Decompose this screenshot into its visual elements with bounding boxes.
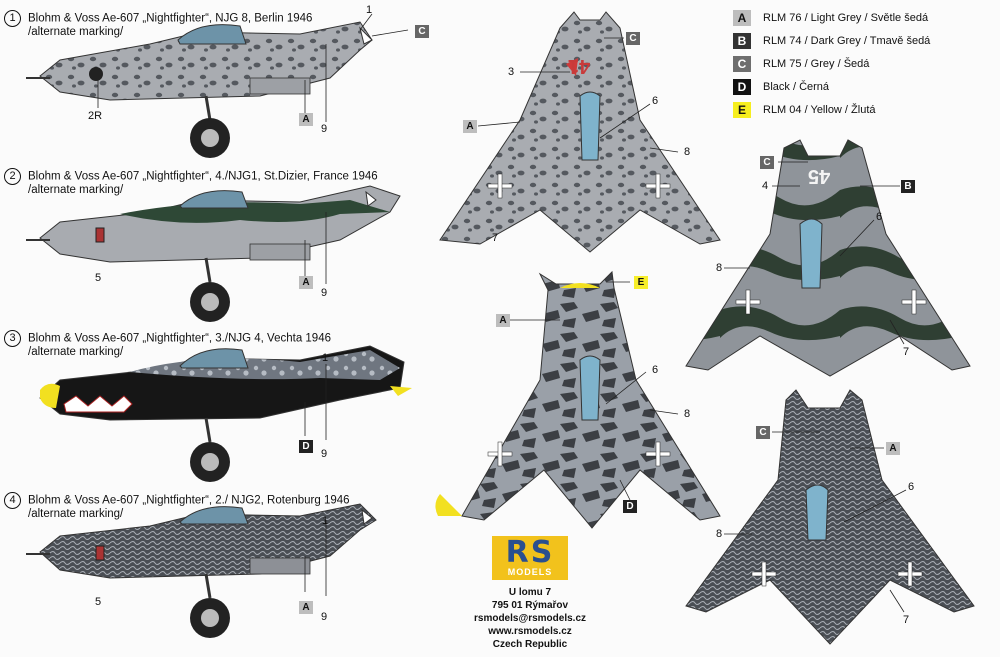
callout-code: 2R <box>88 110 103 122</box>
color-code-a: A <box>299 601 313 614</box>
callout-number: 9 <box>321 123 328 135</box>
legend-row-d: D Black / Černá <box>733 79 829 95</box>
plan-view-1 <box>439 11 721 253</box>
side-profile-2 <box>26 185 401 322</box>
legend-swatch: D <box>733 79 751 95</box>
callout-number: 7 <box>492 232 499 244</box>
color-code-c: C <box>626 32 640 45</box>
callout-number: 5 <box>95 272 102 284</box>
legend-text: RLM 76 / Light Grey / Světle šedá <box>763 12 929 24</box>
legend-row-e: E RLM 04 / Yellow / Žlutá <box>733 102 876 118</box>
profile-title: Blohm & Voss Ae-607 „Nightfighter“, NJG … <box>28 12 313 25</box>
contact-address: U lomu 7 <box>508 587 552 598</box>
callout-number: 9 <box>321 611 328 623</box>
color-code-b: B <box>901 180 915 193</box>
callout-number: 8 <box>716 262 723 274</box>
callout-number: 8 <box>716 528 723 540</box>
legend-text: RLM 04 / Yellow / Žlutá <box>763 104 876 116</box>
color-code-d: D <box>299 440 313 453</box>
callout-number: 1 <box>366 4 373 16</box>
contact-city: 795 01 Rýmařov <box>491 600 569 611</box>
callout-number: 9 <box>321 287 328 299</box>
profile-3-title-block: 3 Blohm & Voss Ae-607 „Nightfighter“, 3./… <box>4 330 331 347</box>
profile-1-title-block: 1 Blohm & Voss Ae-607 „Nightfighter“, NJG… <box>4 10 312 27</box>
legend-swatch: C <box>733 56 751 72</box>
profile-title: Blohm & Voss Ae-607 „Nightfighter“, 4./N… <box>28 170 378 183</box>
legend-row-b: B RLM 74 / Dark Grey / Tmavě šedá <box>733 33 930 49</box>
profile-number: 2 <box>4 168 21 185</box>
profile-number: 3 <box>4 330 21 347</box>
logo-sub: MODELS <box>507 567 553 577</box>
profile-2-title-block: 2 Blohm & Voss Ae-607 „Nightfighter“, 4./… <box>4 168 378 185</box>
callout-number: 8 <box>684 146 691 158</box>
plan-view-2 <box>435 270 721 529</box>
callout-lines <box>359 13 907 613</box>
side-profile-4 <box>26 503 377 638</box>
contact-country: Czech Republic <box>492 639 568 650</box>
color-code-a: A <box>299 113 313 126</box>
profile-title: Blohm & Voss Ae-607 „Nightfighter“, 3./N… <box>28 332 331 345</box>
profile-subtitle: /alternate marking/ <box>28 184 124 196</box>
callout-number: 1 <box>322 515 329 527</box>
legend-swatch: A <box>733 10 751 26</box>
profile-subtitle: /alternate marking/ <box>28 26 124 38</box>
profile-number: 4 <box>4 492 21 509</box>
profile-4-title-block: 4 Blohm & Voss Ae-607 „Nightfighter“, 2./… <box>4 492 350 509</box>
legend-text: RLM 75 / Grey / Šedá <box>763 58 870 70</box>
profile-subtitle: /alternate marking/ <box>28 508 124 520</box>
legend-row-c: C RLM 75 / Grey / Šedá <box>733 56 869 72</box>
side-profile-3 <box>39 345 412 482</box>
callout-number: 8 <box>684 408 691 420</box>
callout-number: 9 <box>321 448 328 460</box>
callout-number: 1 <box>322 352 329 364</box>
contact-email: rsmodels@rsmodels.cz <box>473 613 587 624</box>
logo-letters: RS <box>505 535 555 570</box>
color-code-c: C <box>415 25 429 38</box>
legend-text: RLM 74 / Dark Grey / Tmavě šedá <box>763 35 931 47</box>
color-code-d: D <box>623 500 637 513</box>
color-code-a: A <box>463 120 477 133</box>
color-code-e: E <box>634 276 648 289</box>
color-code-a: A <box>886 442 900 455</box>
color-code-a: A <box>496 314 510 327</box>
profile-title: Blohm & Voss Ae-607 „Nightfighter“, 2./ … <box>28 494 350 507</box>
callout-number: 4 <box>762 180 769 192</box>
rs-models-logo: RS MODELS <box>492 536 568 580</box>
aircraft-code: 41 <box>568 55 591 77</box>
profile-subtitle: /alternate marking/ <box>28 346 124 358</box>
contact-website: www.rsmodels.cz <box>488 626 572 637</box>
callout-number: 6 <box>652 364 659 376</box>
legend-swatch: E <box>733 102 751 118</box>
callout-number: 3 <box>508 66 515 78</box>
color-code-c: C <box>756 426 770 439</box>
aircraft-code: 45 <box>808 165 831 187</box>
callout-number: 6 <box>652 95 659 107</box>
callout-number: 6 <box>908 481 915 493</box>
plan-view-3 <box>685 139 971 377</box>
callout-number: 6 <box>876 211 883 223</box>
callout-number: 7 <box>903 346 910 358</box>
legend-text: Black / Černá <box>763 81 830 93</box>
callout-number: 5 <box>95 596 102 608</box>
color-code-c: C <box>760 156 774 169</box>
plan-view-4 <box>685 389 975 645</box>
color-code-a: A <box>299 276 313 289</box>
side-profile-1 <box>26 21 373 158</box>
legend-row-a: A RLM 76 / Light Grey / Světle šedá <box>733 10 928 26</box>
profile-number: 1 <box>4 10 21 27</box>
callout-number: 7 <box>903 614 910 626</box>
legend-swatch: B <box>733 33 751 49</box>
